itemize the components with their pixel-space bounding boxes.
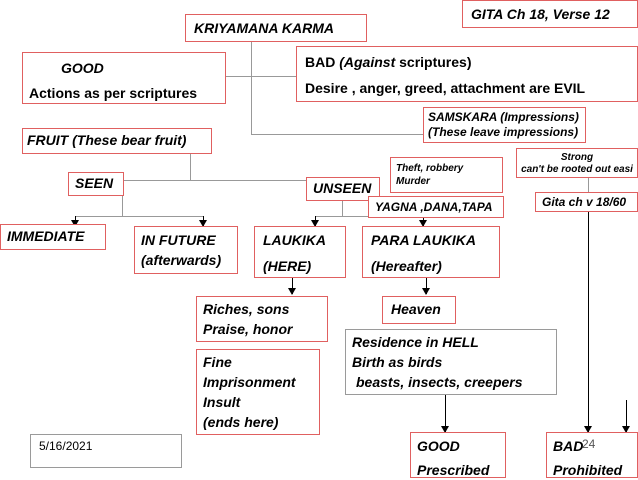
arrow-to-para-laukika-icon — [419, 216, 427, 227]
fruit-label: FRUIT (These bear fruit) — [27, 132, 187, 148]
seen-label: SEEN — [75, 175, 114, 191]
unseen-label: UNSEEN — [313, 180, 372, 196]
theft-line2: Murder — [396, 176, 430, 187]
in-future-line2: (afterwards) — [141, 252, 222, 268]
heaven-label: Heaven — [391, 301, 441, 317]
bad-qualifier-rest: scriptures) — [399, 54, 472, 70]
hell-line2: Birth as birds — [352, 354, 443, 370]
fine-line1: Fine — [203, 354, 232, 370]
riches-line1: Riches, sons — [203, 301, 290, 317]
arrow-to-riches-icon — [288, 278, 296, 295]
good-actions-box: GOOD Actions as per scriptures — [22, 52, 226, 104]
bad-label: BAD — [305, 54, 336, 70]
para-laukika-line2: (Hereafter) — [371, 258, 442, 274]
connector-unseen-branch-down — [342, 199, 343, 216]
fine-line2: Imprisonment — [203, 374, 296, 390]
good-description: Actions as per scriptures — [29, 85, 198, 101]
immediate-label: IMMEDIATE — [7, 228, 85, 244]
laukika-line2: (HERE) — [263, 258, 312, 274]
para-laukika-line1: PARA LAUKIKA — [371, 232, 476, 248]
arrow-to-heaven-icon — [422, 278, 430, 295]
slide-title: GITA Ch 18, Verse 12 — [462, 0, 638, 28]
arrow-to-laukika-icon — [311, 216, 319, 227]
laukika-box: LAUKIKA (HERE) — [254, 226, 346, 278]
bad-qualifier: (Against — [339, 54, 396, 70]
arrow-to-in-future-icon — [199, 216, 207, 227]
immediate-box: IMMEDIATE — [0, 224, 106, 250]
connector-strong-down — [588, 178, 589, 192]
strong-box: Strong can't be rooted out easi — [516, 148, 638, 178]
connector-to-samskara — [251, 134, 428, 135]
connector-fruit-down — [190, 152, 191, 180]
heaven-box: Heaven — [382, 296, 456, 324]
bad-bottom-label: BAD — [553, 438, 584, 454]
good-bottom-line2: Prescribed — [417, 462, 490, 478]
connector-seen-branch — [75, 216, 203, 217]
riches-line2: Praise, honor — [203, 321, 293, 337]
bad-actions-box: BAD (Against scriptures) Desire , anger,… — [296, 46, 638, 102]
footer-date-box: 5/16/2021 — [30, 434, 182, 468]
unseen-box: UNSEEN — [306, 177, 380, 201]
arrow-to-bad-bottom-icon — [584, 212, 592, 433]
connector-seen-unseen — [122, 180, 342, 181]
kriyamana-karma-box: KRIYAMANA KARMA — [185, 14, 367, 42]
arrow-right-bad-icon — [622, 400, 630, 433]
gita-ref-label: Gita ch v 18/60 — [542, 195, 627, 209]
connector-good-bad-horizontal — [226, 76, 296, 77]
in-future-box: IN FUTURE (afterwards) — [134, 226, 238, 274]
yagna-label: YAGNA ,DANA,TAPA — [375, 200, 493, 214]
good-label: GOOD — [61, 60, 104, 76]
in-future-line1: IN FUTURE — [141, 232, 216, 248]
fruit-box: FRUIT (These bear fruit) — [22, 128, 212, 154]
arrow-to-immediate-icon — [71, 216, 79, 227]
footer-date: 5/16/2021 — [39, 439, 93, 453]
hell-line3: beasts, insects, creepers — [356, 374, 523, 390]
para-laukika-box: PARA LAUKIKA (Hereafter) — [362, 226, 500, 278]
riches-box: Riches, sons Praise, honor — [196, 296, 328, 342]
bad-bottom-line1: BAD — [553, 436, 631, 456]
fine-line4: (ends here) — [203, 414, 279, 430]
samskara-line2: (These leave impressions) — [428, 125, 579, 139]
bad-title-line: BAD (Against scriptures) — [305, 52, 629, 72]
hell-line1: Residence in HELL — [352, 334, 479, 350]
page-number: 24 — [582, 437, 608, 453]
bad-bottom-line2: Prohibited — [553, 462, 623, 478]
hell-box: Residence in HELL Birth as birds beasts,… — [345, 329, 557, 395]
slide-title-text: GITA Ch 18, Verse 12 — [471, 6, 610, 22]
page-number-text: 24 — [582, 437, 596, 451]
yagna-box: YAGNA ,DANA,TAPA — [368, 196, 504, 218]
good-prescribed-box: GOOD Prescribed — [410, 432, 506, 478]
good-bottom-line1: GOOD — [417, 438, 460, 454]
samskara-box: SAMSKARA (Impressions) (These leave impr… — [423, 107, 586, 143]
samskara-line1: SAMSKARA (Impressions) — [428, 110, 579, 124]
laukika-line1: LAUKIKA — [263, 232, 326, 248]
theft-line1: Theft, robbery — [396, 163, 464, 174]
strong-line2: can't be rooted out easi — [521, 164, 633, 175]
fine-line3: Insult — [203, 394, 241, 410]
gita-ref-box: Gita ch v 18/60 — [535, 192, 638, 212]
kriyamana-karma-label: KRIYAMANA KARMA — [194, 20, 334, 36]
strong-line1: Strong — [560, 152, 594, 163]
bad-description: Desire , anger, greed, attachment are EV… — [305, 80, 586, 96]
connector-seen-down — [122, 196, 123, 216]
fine-box: Fine Imprisonment Insult (ends here) — [196, 349, 320, 435]
seen-box: SEEN — [68, 172, 124, 196]
connector-root-to-good-bad — [251, 40, 252, 135]
theft-box: Theft, robbery Murder — [390, 157, 503, 193]
